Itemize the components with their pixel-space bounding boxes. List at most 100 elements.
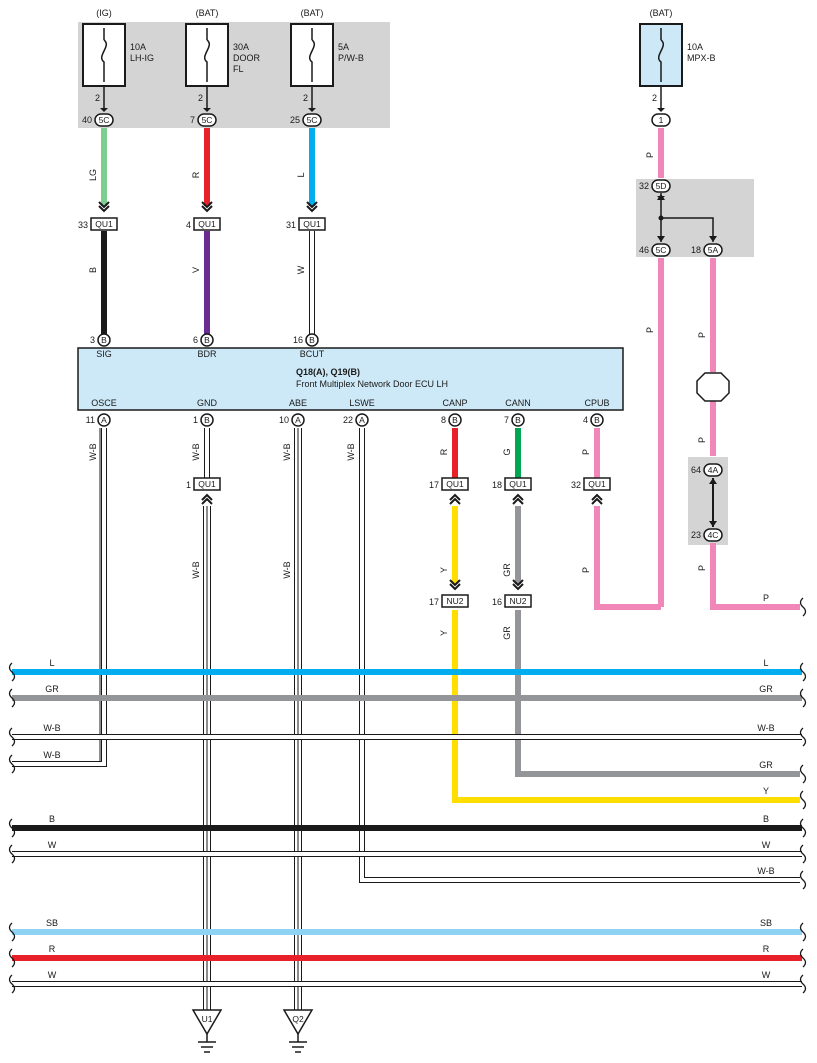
ecu-pin-number: 7: [504, 415, 509, 425]
ecu-pin-connector-label: B: [594, 415, 600, 425]
ecu-terminal-name: SIG: [96, 349, 112, 359]
fuse-source: (BAT): [650, 8, 673, 18]
junction-arrow-icon: [657, 194, 665, 200]
wire-break-left: [8, 948, 16, 968]
connector-nu2-label: NU2: [446, 596, 463, 606]
wire-break-right: [799, 597, 807, 617]
fuse-rating: 5A: [338, 42, 349, 52]
wire-break-right: [799, 974, 807, 994]
bus-wire-label-right: W-B: [757, 723, 774, 733]
ecu-terminal-name: LSWE: [349, 398, 375, 408]
wire-break-left: [8, 922, 16, 942]
bus-wire-label-left: W-B: [43, 723, 60, 733]
fuse-rating: 10A: [687, 42, 703, 52]
wire-break-left: [8, 688, 16, 708]
ecu-pin-number: 6: [193, 335, 198, 345]
junction-connector-4-label: 1: [659, 115, 664, 125]
ecu-box: [77, 347, 624, 411]
wire-break-marks: [8, 597, 807, 994]
junction-pin: 40: [82, 115, 92, 125]
ecu-terminal-name: CANN: [505, 398, 531, 408]
wire-break-right: [799, 922, 807, 942]
ecu-pin-connector: B: [97, 333, 111, 347]
junction-arrow-icon: [709, 521, 717, 527]
bus-wire-label-right: P: [763, 593, 769, 603]
wire-color-label: V: [191, 267, 201, 273]
ecu-pin-connector-label: B: [515, 415, 521, 425]
fuse-source: (IG): [96, 8, 112, 18]
connector-pin: 32: [571, 480, 581, 490]
ecu-pin-connector-label: B: [452, 415, 458, 425]
ecu-pin-number: 16: [293, 335, 303, 345]
connector-qu1-top: QU1: [193, 217, 221, 231]
ecu-terminal-name: BCUT: [300, 349, 325, 359]
junction-block-connector-label: 4A: [708, 465, 719, 475]
wire-break-right: [799, 948, 807, 968]
ecu-description: Front Multiplex Network Door ECU LH: [296, 379, 448, 389]
junction-block-connector: 4C: [703, 528, 723, 542]
ecu-pin-connector: B: [590, 413, 604, 427]
bus-wire-label-right: Y: [763, 786, 769, 796]
junction-pin: 23: [691, 530, 701, 540]
wire-break-right: [799, 818, 807, 838]
fuse-name: DOOR: [233, 53, 261, 63]
connector-arrow-icon: [449, 579, 461, 591]
connector-qu1-top-label: QU1: [95, 219, 113, 229]
junction-block-connector: 5C: [651, 243, 671, 257]
wire-color-label: Y: [439, 567, 449, 573]
wire-color-label: R: [439, 448, 449, 455]
fuse-3: (BAT)5AP/W-B2: [290, 8, 364, 108]
ecu-pin-connector: B: [200, 333, 214, 347]
wire-break-right: [799, 662, 807, 682]
ecu-pin-connector-label: A: [295, 415, 301, 425]
connector-qu1-top: QU1: [90, 217, 118, 231]
ecu-pin-number: 22: [343, 415, 353, 425]
connector-qu1-top: QU1: [298, 217, 326, 231]
wire-color-label: P: [645, 327, 655, 333]
connector-arrow-icon: [201, 201, 213, 213]
connector-arrow-icon: [201, 493, 213, 505]
fuse-symbol-icon: [204, 39, 210, 70]
bus-wire-label-left: W: [48, 970, 57, 980]
connector-qu1-top-label: QU1: [303, 219, 321, 229]
wire-p-4c-out: [710, 543, 800, 610]
ecu-terminal-name: ABE: [289, 398, 307, 408]
connector-arrow-icon: [591, 493, 603, 505]
connector-pin: 1: [186, 480, 191, 490]
wire-color-label: R: [191, 171, 201, 178]
ecu-pin-connector: B: [305, 333, 319, 347]
junction-pin: 7: [190, 115, 195, 125]
wire-break-right: [799, 790, 807, 810]
connector-arrow-icon: [512, 493, 524, 505]
ground-label: Q2: [292, 1014, 304, 1024]
ecu-name: Q18(A), Q19(B): [296, 367, 360, 377]
ecu-pin-connector-label: A: [359, 415, 365, 425]
ecu-pin-connector: B: [448, 413, 462, 427]
wire-break-left: [8, 844, 16, 864]
wire-color-label: Y: [439, 630, 449, 636]
fuse-symbol-icon: [309, 39, 315, 70]
bus-wire-label-right: W-B: [757, 866, 774, 876]
connector-nu2: NU2: [441, 594, 469, 608]
bus-wire-label-right: W: [762, 840, 771, 850]
connector-pin: 17: [429, 480, 439, 490]
wire-break-right: [799, 764, 807, 784]
ecu-terminal-name: OSCE: [91, 398, 117, 408]
connector-arrow-icon: [306, 201, 318, 213]
wire-gr-bus: [515, 610, 800, 777]
connector-qu1-bottom-label: QU1: [198, 479, 216, 489]
wire-break-right: [799, 688, 807, 708]
connector-qu1-bottom: QU1: [583, 477, 611, 491]
wire-color-label: P: [581, 567, 591, 573]
bus-wire-label-right: GR: [759, 684, 773, 694]
junction-dot: [658, 215, 664, 221]
wire-wb-lswe: [359, 428, 800, 883]
junction-block-connector: 5A: [703, 243, 723, 257]
fuse-pin: 2: [198, 93, 203, 103]
connector-pin: 18: [492, 480, 502, 490]
connector-qu1-bottom-label: QU1: [509, 479, 527, 489]
junction-block-connector-label: 5D: [656, 181, 667, 191]
junction-block-connector: 5D: [651, 179, 671, 193]
connector-pin: 4: [186, 220, 191, 230]
